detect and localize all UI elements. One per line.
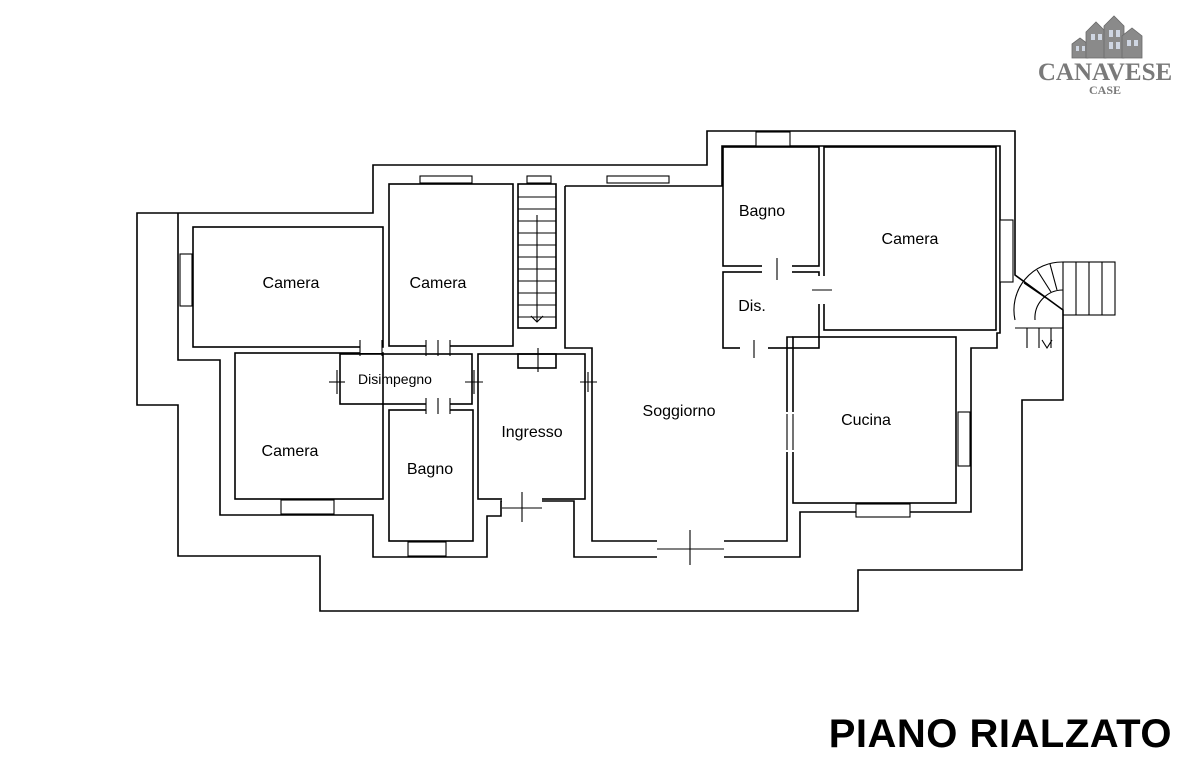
room-dis: Dis. — [738, 298, 766, 315]
room-cucina: Cucina — [841, 412, 891, 429]
room-camera-sw: Camera — [262, 443, 319, 460]
doors — [329, 258, 832, 565]
room-camera-nw: Camera — [263, 275, 320, 292]
canavese-case-logo: CANAVESE CASE — [1038, 15, 1172, 97]
staircase-internal — [517, 183, 557, 369]
wall-camera-nw — [192, 226, 384, 348]
room-ingresso: Ingresso — [501, 424, 562, 441]
wall-soggiorno — [564, 186, 793, 542]
room-bagno-s: Bagno — [407, 461, 453, 478]
windows — [179, 131, 1014, 557]
floor-title: PIANO RIALZATO — [828, 712, 1172, 756]
wall-camera-n — [388, 183, 514, 347]
room-bagno-n: Bagno — [739, 203, 785, 220]
wall-disimpegno — [339, 353, 473, 405]
room-camera-ne: Camera — [882, 231, 939, 248]
house-row-icon — [1071, 15, 1143, 59]
terrace-outline — [136, 130, 1064, 612]
logo-brand: CANAVESE — [1038, 59, 1172, 86]
logo-subtitle: CASE — [1089, 83, 1121, 97]
room-soggiorno: Soggiorno — [643, 403, 716, 420]
room-disimpegno: Disimpegno — [358, 371, 432, 387]
room-camera-n: Camera — [410, 275, 467, 292]
wall-camera-sw — [234, 352, 384, 500]
staircase-external — [1013, 261, 1116, 350]
house-outer-wall — [177, 145, 1001, 558]
wall-camera-ne — [823, 146, 997, 331]
